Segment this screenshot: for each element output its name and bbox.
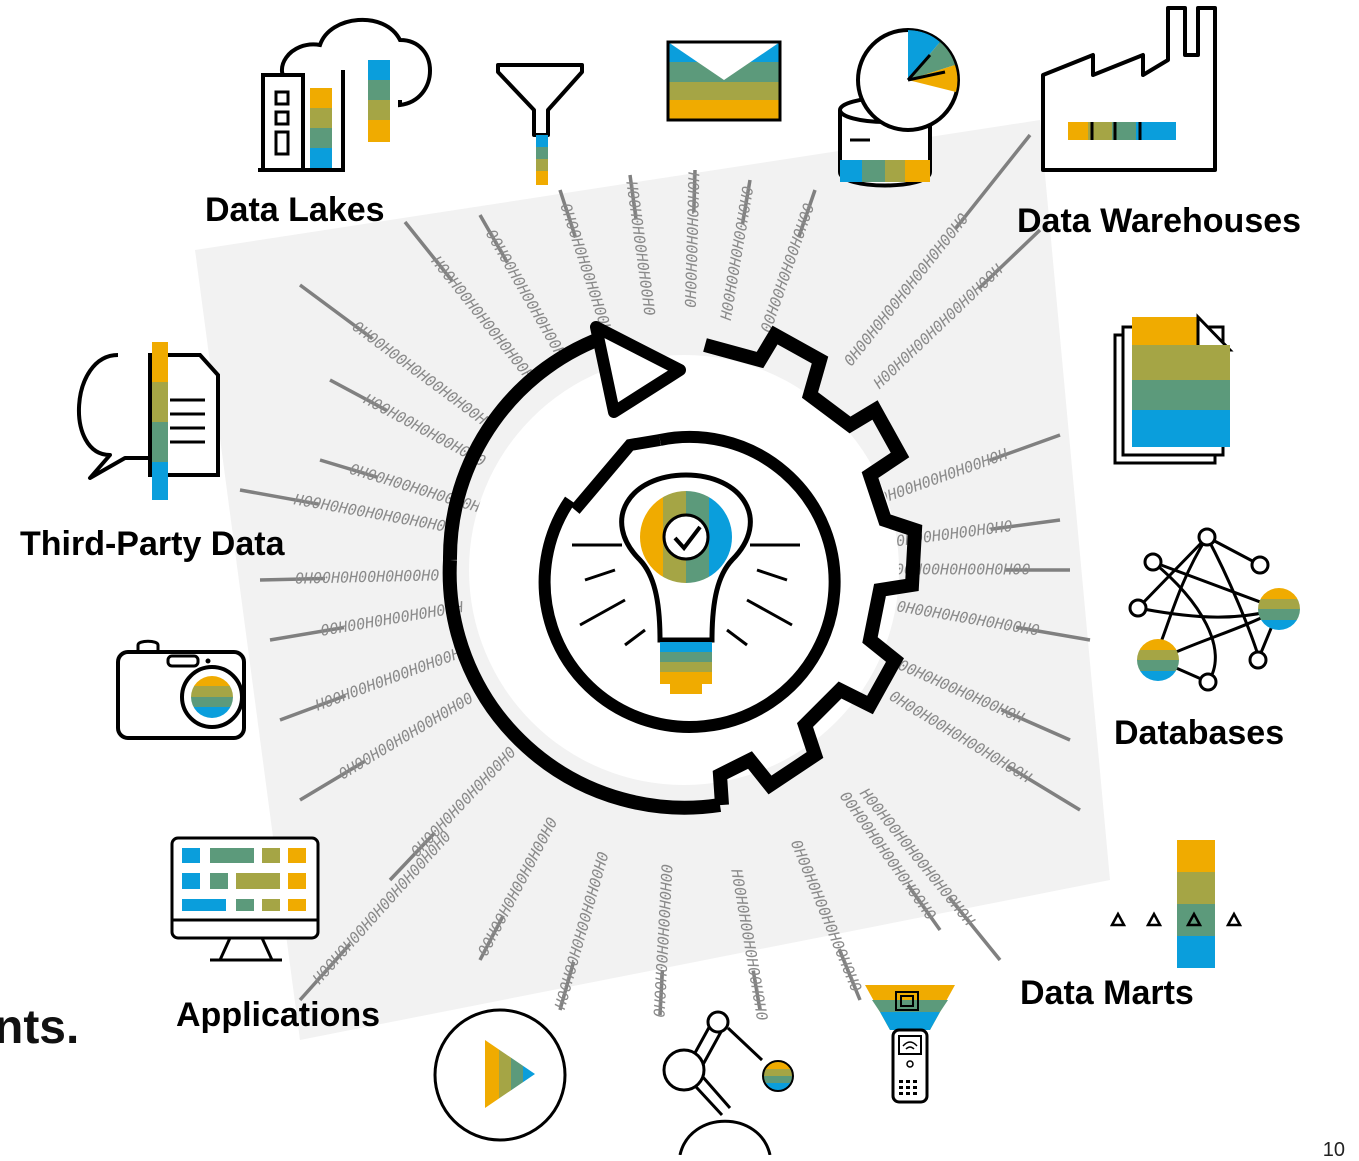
marts-bar-icon bbox=[1109, 840, 1243, 968]
robot-arm-icon bbox=[662, 1010, 794, 1156]
data-stream-line bbox=[1006, 764, 1081, 812]
page-number: 10 bbox=[1322, 1139, 1345, 1161]
label-data-marts: Data Marts bbox=[1020, 974, 1194, 1012]
data-stream-line bbox=[837, 948, 862, 1001]
data-stream-line bbox=[751, 970, 762, 1011]
data-stream-line bbox=[906, 884, 942, 932]
network-icon bbox=[1128, 527, 1300, 692]
data-stream-line bbox=[558, 189, 578, 239]
camera-icon bbox=[116, 639, 246, 740]
database-clock-icon bbox=[838, 28, 960, 188]
documents-icon bbox=[1113, 313, 1234, 465]
data-stream-line bbox=[269, 625, 345, 642]
data-stream-line bbox=[329, 378, 389, 413]
data-stream-line bbox=[658, 969, 665, 1016]
truncated-text: nts. bbox=[0, 1001, 80, 1054]
label-data-lakes: Data Lakes bbox=[205, 191, 385, 229]
envelope-icon bbox=[666, 40, 782, 122]
handheld-scanner-icon bbox=[865, 985, 955, 1104]
data-stream-line bbox=[279, 693, 347, 722]
monitor-icon bbox=[170, 836, 320, 962]
data-stream-line bbox=[692, 169, 697, 213]
data-stream-line bbox=[299, 759, 366, 802]
data-stream-line bbox=[988, 433, 1061, 462]
binary-stream: 0H00H0H00H0H00H0 bbox=[295, 566, 440, 587]
factory-icon bbox=[1041, 6, 1217, 172]
data-stream-line bbox=[740, 179, 752, 225]
data-stream-line bbox=[403, 220, 454, 282]
data-stream-line bbox=[478, 214, 509, 264]
label-applications: Applications bbox=[176, 996, 381, 1034]
data-stream-line bbox=[298, 942, 352, 1002]
label-data-warehouses: Data Warehouses bbox=[1017, 202, 1302, 240]
data-stream-line bbox=[259, 576, 326, 582]
binary-stream: 0H00H00H0H00H0H bbox=[682, 171, 704, 308]
label-databases: Databases bbox=[1114, 714, 1285, 752]
data-stream-line bbox=[797, 189, 817, 238]
lightbulb-icon bbox=[572, 472, 800, 694]
data-stream-line bbox=[478, 914, 505, 961]
building-cloud-icon bbox=[258, 17, 432, 172]
data-stream-line bbox=[1015, 625, 1091, 642]
chat-document-icon bbox=[77, 342, 220, 500]
data-stream-line bbox=[1000, 708, 1071, 742]
label-third-party-data: Third-Party Data bbox=[20, 525, 285, 563]
data-stream-line bbox=[319, 458, 378, 480]
data-stream-line bbox=[948, 896, 1002, 962]
data-stream-line bbox=[388, 831, 436, 882]
data-stream-line bbox=[990, 518, 1061, 531]
data-stream-line bbox=[298, 283, 374, 341]
data-stream-line bbox=[558, 961, 576, 1011]
data-stream-line bbox=[628, 174, 638, 220]
play-icon bbox=[433, 1008, 567, 1142]
binary-stream: 00H00H0H00H0H00 bbox=[895, 561, 1030, 579]
data-stream-line bbox=[239, 488, 320, 506]
data-stream-line bbox=[953, 133, 1032, 231]
funnel-icon bbox=[496, 63, 584, 185]
data-stream-line bbox=[977, 228, 1042, 290]
